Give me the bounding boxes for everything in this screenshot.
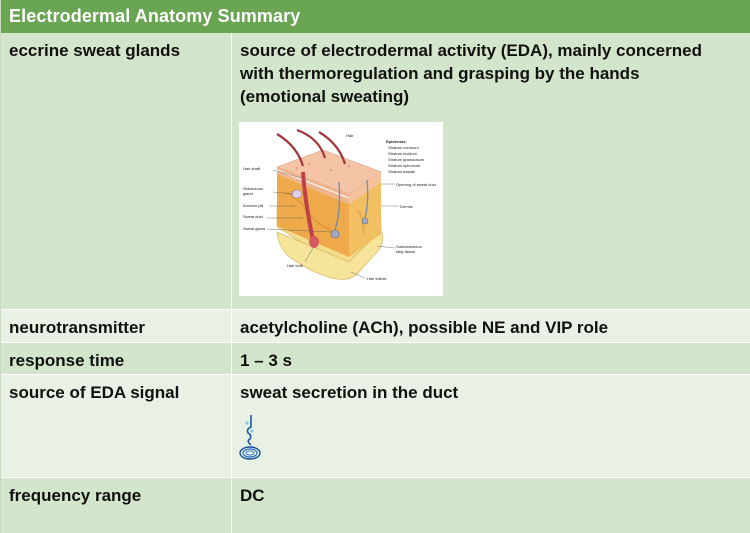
row-label: frequency range [1,478,232,533]
label-epidermis: Epidermis: [386,139,407,144]
row-label: eccrine sweat glands [1,33,232,309]
skin-diagram-svg [266,128,399,280]
row-value: sweat secretion in the duct [240,383,459,402]
label-subcutaneous: Subcutaneous [396,244,422,249]
row-label: response time [1,343,232,374]
label-sweat-duct: Sweat duct [243,214,263,219]
table-title: Electrodermal Anatomy Summary [1,0,750,33]
label-opening: Opening of sweat duct [396,182,436,187]
label-fatty: fatty tissue [396,249,416,254]
label-corneum: Stratum corneum [388,145,419,150]
label-lucidum: Stratum lucidum [388,151,417,156]
row-value: DC [240,486,265,505]
label-gland: gland [243,191,253,196]
label-hair-shaft: Hair shaft [243,166,261,171]
skin-anatomy-image: Hair Epidermis: Stratum corneum Stratum … [239,122,443,296]
sweat-gland-icon [239,415,261,460]
label-sweat-gland: Sweat gland [243,226,266,231]
label-dermis: Dermis [400,204,413,209]
row-label: source of EDA signal [1,375,232,477]
label-hair: Hair [346,133,354,138]
label-arrector: Arrector pili [243,203,264,208]
label-sebaceous: Sebaceous [243,186,264,191]
label-granulosum: Stratum granulosum [388,157,425,162]
label-hair-bulb: Hair bulb [287,263,304,268]
table-row: source of EDA signal sweat secretion in … [1,375,750,478]
label-basale: Stratum basale [388,169,415,174]
row-value: source of electrodermal activity (EDA), … [240,41,702,106]
label-hair-follicle: Hair follicle [367,276,387,281]
row-value: 1 – 3 s [240,351,292,370]
row-value: acetylcholine (ACh), possible NE and VIP… [240,318,609,337]
table-row: frequency range DC [1,478,750,533]
row-label: neurotransmitter [1,310,232,342]
table-row: neurotransmitter acetylcholine (ACh), po… [1,310,750,343]
label-spinosum: Stratum spinosum [388,163,421,168]
table-row: response time 1 – 3 s [1,343,750,375]
